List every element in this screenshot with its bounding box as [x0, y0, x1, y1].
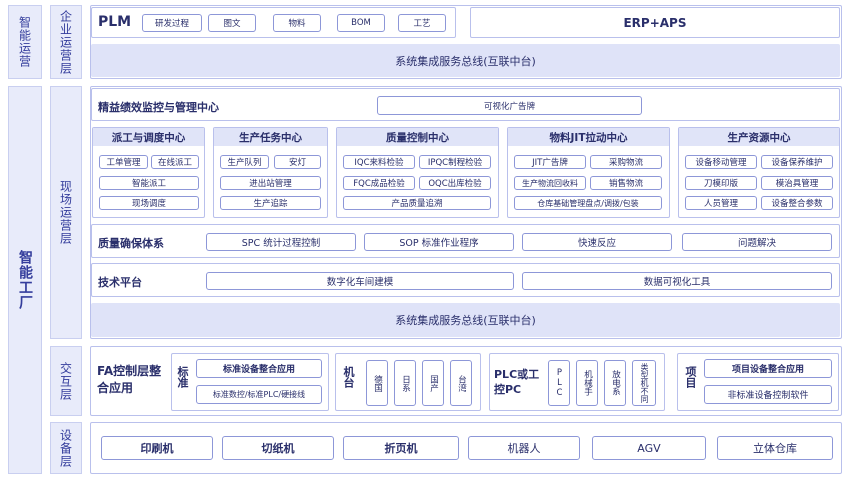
- quality-assurance-title: 质量确保体系: [98, 237, 164, 250]
- center-item: JIT广告牌: [514, 155, 586, 169]
- machine-item: 台湾: [450, 360, 472, 406]
- standard-group: 标准 标准设备整合应用 标准数控/标准PLC/硬接线: [171, 353, 329, 411]
- center-item: 设备整合参数: [761, 196, 833, 210]
- device-item: 印刷机: [101, 436, 213, 460]
- tech-platform-row: 技术平台 数字化车间建模 数据可视化工具: [91, 263, 840, 297]
- plm-item: 图文: [208, 14, 256, 32]
- plc-group: PLC或工控PC PLC 机械手 放电系 类型机不同: [489, 353, 665, 411]
- quality-item: 快速反应: [522, 233, 672, 251]
- device-item: 折页机: [343, 436, 459, 460]
- quality-item: 问题解决: [682, 233, 832, 251]
- field-layer-label: 现场运营层: [50, 86, 82, 339]
- plc-item: 机械手: [576, 360, 598, 406]
- smart-factory-label: 智能工厂: [8, 86, 42, 474]
- center-item: 采购物流: [590, 155, 662, 169]
- center-item: 仓库基础管理盘点/调拨/包装: [514, 196, 662, 210]
- project-label: 项目: [684, 366, 697, 388]
- monitor-row: 精益绩效监控与管理中心 可视化广告牌: [91, 88, 840, 121]
- center-item: 销售物流: [590, 176, 662, 190]
- standard-label: 标准: [176, 366, 189, 388]
- production-resource-center: 生产资源中心 设备移动管理 设备保养维护 刀模印版 模治具管理 人员管理 设备整…: [678, 127, 840, 218]
- center-item: 安灯: [274, 155, 321, 169]
- production-task-center: 生产任务中心 生产队列 安灯 进出站管理 生产追踪: [213, 127, 328, 218]
- plc-label: PLC或工控PC: [494, 368, 540, 396]
- plc-item: 放电系: [604, 360, 626, 406]
- plm-item: 研发过程: [142, 14, 202, 32]
- device-item: 机器人: [468, 436, 580, 460]
- tech-platform-title: 技术平台: [98, 276, 142, 289]
- quality-item: SOP 标准作业程序: [364, 233, 514, 251]
- visual-board-box: 可视化广告牌: [377, 96, 642, 115]
- dispatch-center: 派工与调度中心 工单管理 在线派工 智能派工 现场调度: [92, 127, 205, 218]
- quality-control-center: 质量控制中心 IQC来料检验 IPQC制程检验 FQC成品检验 OQC出库检验 …: [336, 127, 499, 218]
- center-item: 人员管理: [685, 196, 757, 210]
- monitor-title: 精益绩效监控与管理中心: [98, 101, 219, 114]
- device-item: 立体仓库: [717, 436, 833, 460]
- plm-title: PLM: [98, 14, 132, 30]
- center-item: 生产队列: [220, 155, 269, 169]
- plm-item: 物料: [273, 14, 321, 32]
- center-item: 生产物流回收料: [514, 176, 586, 190]
- center-item: 设备保养维护: [761, 155, 833, 169]
- center-item: 设备移动管理: [685, 155, 757, 169]
- center-title: 生产任务中心: [214, 128, 327, 146]
- machine-item: 日系: [394, 360, 416, 406]
- center-title: 物料JIT拉动中心: [508, 128, 669, 146]
- center-item: 进出站管理: [220, 176, 321, 190]
- standard-item: 标准数控/标准PLC/硬接线: [196, 385, 322, 404]
- plm-item: 工艺: [398, 14, 446, 32]
- device-item: AGV: [592, 436, 706, 460]
- center-item: IQC来料检验: [343, 155, 415, 169]
- center-item: 现场调度: [99, 196, 199, 210]
- machine-item: 国产: [422, 360, 444, 406]
- field-service-bus: 系统集成服务总线(互联中台): [91, 303, 840, 337]
- enterprise-layer-label: 企业运营层: [50, 5, 82, 79]
- standard-item: 标准设备整合应用: [196, 359, 322, 378]
- center-item: 在线派工: [151, 155, 199, 169]
- plc-item: 类型机不同: [632, 360, 656, 406]
- quality-assurance-row: 质量确保体系 SPC 统计过程控制 SOP 标准作业程序 快速反应 问题解决: [91, 224, 840, 258]
- plm-item: BOM: [337, 14, 385, 32]
- plc-item: PLC: [548, 360, 570, 406]
- erp-aps-panel: ERP+APS: [470, 7, 840, 38]
- fa-control-title: FA控制层整合应用: [97, 364, 162, 395]
- interaction-layer-label: 交互层: [50, 346, 82, 416]
- center-item: OQC出库检验: [419, 176, 491, 190]
- machine-group: 机台 德国 日系 国产 台湾: [335, 353, 481, 411]
- center-item: 模治具管理: [761, 176, 833, 190]
- center-title: 派工与调度中心: [93, 128, 204, 146]
- project-item: 非标准设备控制软件: [704, 385, 832, 404]
- center-title: 生产资源中心: [679, 128, 839, 146]
- device-layer: 印刷机 切纸机 折页机 机器人 AGV 立体仓库: [90, 422, 842, 474]
- center-item: IPQC制程检验: [419, 155, 491, 169]
- center-title: 质量控制中心: [337, 128, 498, 146]
- device-item: 切纸机: [222, 436, 334, 460]
- project-item: 项目设备整合应用: [704, 359, 832, 378]
- center-item: 生产追踪: [220, 196, 321, 210]
- machine-label: 机台: [342, 366, 355, 388]
- smart-operations-label: 智能运营: [8, 5, 42, 79]
- device-layer-label: 设备层: [50, 422, 82, 474]
- center-item: 产品质量追溯: [343, 196, 491, 210]
- center-item: 智能派工: [99, 176, 199, 190]
- enterprise-service-bus: 系统集成服务总线(互联中台): [91, 44, 840, 77]
- interaction-layer: FA控制层整合应用 标准 标准设备整合应用 标准数控/标准PLC/硬接线 机台 …: [90, 346, 842, 416]
- center-item: FQC成品检验: [343, 176, 415, 190]
- tech-item: 数据可视化工具: [522, 272, 832, 290]
- tech-item: 数字化车间建模: [206, 272, 514, 290]
- project-group: 项目 项目设备整合应用 非标准设备控制软件: [677, 353, 839, 411]
- quality-item: SPC 统计过程控制: [206, 233, 356, 251]
- center-item: 刀模印版: [685, 176, 757, 190]
- center-item: 工单管理: [99, 155, 148, 169]
- material-jit-center: 物料JIT拉动中心 JIT广告牌 采购物流 生产物流回收料 销售物流 仓库基础管…: [507, 127, 670, 218]
- machine-item: 德国: [366, 360, 388, 406]
- plm-panel: PLM 研发过程 图文 物料 BOM 工艺: [91, 7, 456, 38]
